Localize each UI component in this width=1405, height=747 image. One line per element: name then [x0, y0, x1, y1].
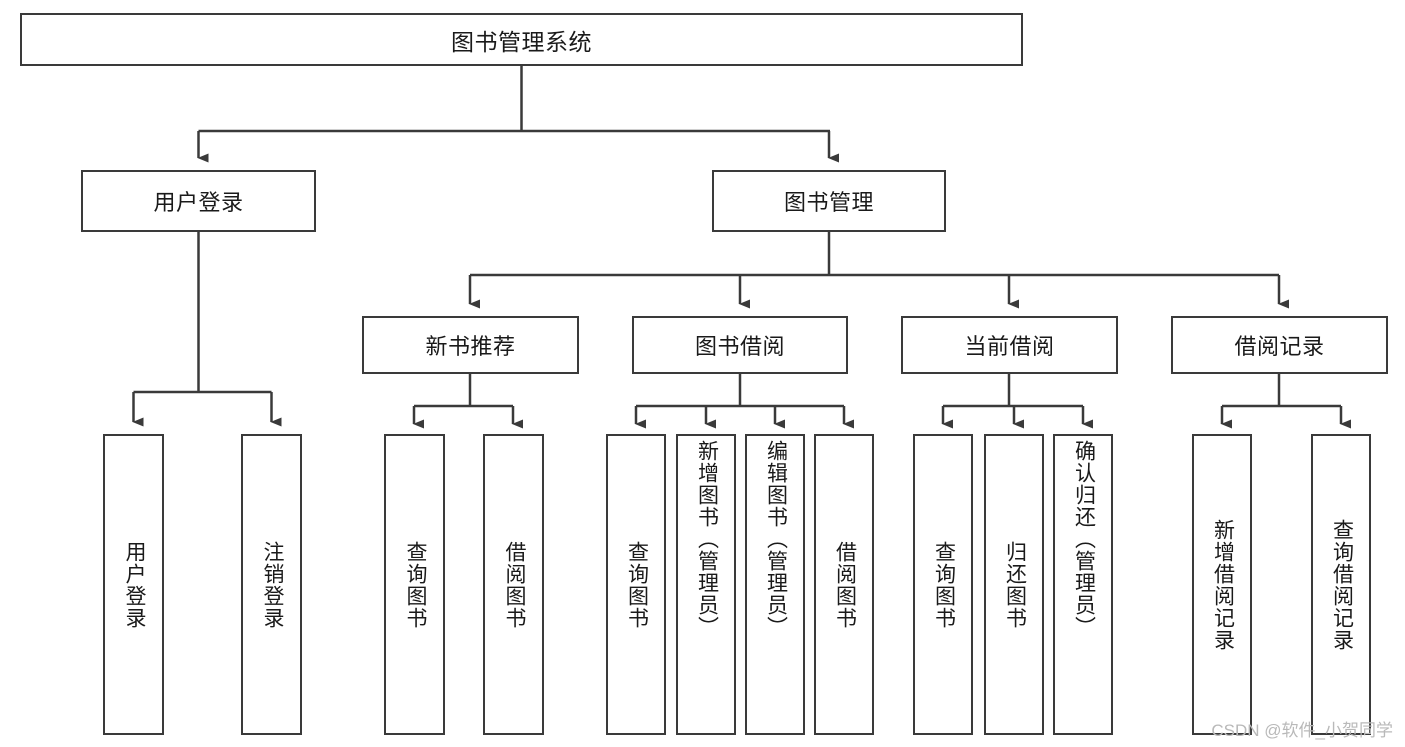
- node-leaf-logout-login-label: 注销登录: [260, 540, 284, 629]
- node-leaf-query-book-borrow[interactable]: 查询图书: [606, 434, 666, 735]
- node-leaf-user-login-label: 用户登录: [122, 540, 146, 629]
- node-new-book-recommend-label: 新书推荐: [425, 334, 516, 359]
- node-current-borrow[interactable]: 当前借阅: [901, 316, 1118, 374]
- node-new-book-recommend[interactable]: 新书推荐: [362, 316, 579, 374]
- node-leaf-add-borrow-record-label: 新增借阅记录: [1211, 518, 1235, 651]
- node-leaf-borrow-book-rec[interactable]: 借阅图书: [483, 434, 544, 735]
- node-leaf-user-login[interactable]: 用户登录: [103, 434, 164, 735]
- node-leaf-query-borrow-record[interactable]: 查询借阅记录: [1311, 434, 1371, 735]
- node-leaf-add-book-admin[interactable]: 新增图书（管理员）: [676, 434, 736, 735]
- node-user-login-label: 用户登录: [153, 190, 244, 215]
- node-user-login[interactable]: 用户登录: [81, 170, 316, 232]
- node-root-label: 图书管理系统: [451, 28, 592, 55]
- node-book-borrow-label: 图书借阅: [694, 334, 785, 359]
- node-leaf-edit-book-admin[interactable]: 编辑图书（管理员）: [745, 434, 805, 735]
- node-borrow-record-label: 借阅记录: [1234, 334, 1325, 359]
- node-book-manage-label: 图书管理: [783, 190, 874, 215]
- node-leaf-return-book-label: 归还图书: [1003, 540, 1027, 629]
- node-leaf-borrow-book-label: 借阅图书: [833, 540, 857, 629]
- node-leaf-query-book-borrow-label: 查询图书: [625, 540, 649, 629]
- node-book-manage[interactable]: 图书管理: [712, 170, 946, 232]
- node-leaf-confirm-return-admin-label: 确认归还（管理员）: [1072, 440, 1096, 638]
- node-leaf-add-book-admin-label: 新增图书（管理员）: [695, 440, 719, 638]
- node-leaf-borrow-book-rec-label: 借阅图书: [502, 540, 526, 629]
- node-leaf-query-book-rec[interactable]: 查询图书: [384, 434, 445, 735]
- node-leaf-query-book-current-label: 查询图书: [932, 540, 956, 629]
- node-current-borrow-label: 当前借阅: [964, 334, 1055, 359]
- node-leaf-query-book-rec-label: 查询图书: [403, 540, 427, 629]
- watermark-text: CSDN @软件_小贺同学: [1211, 721, 1393, 740]
- node-leaf-return-book[interactable]: 归还图书: [984, 434, 1044, 735]
- node-leaf-confirm-return-admin[interactable]: 确认归还（管理员）: [1053, 434, 1113, 735]
- node-leaf-edit-book-admin-label: 编辑图书（管理员）: [764, 440, 788, 638]
- node-leaf-logout-login[interactable]: 注销登录: [241, 434, 302, 735]
- node-book-borrow[interactable]: 图书借阅: [632, 316, 848, 374]
- node-root[interactable]: 图书管理系统: [20, 13, 1023, 66]
- node-leaf-query-borrow-record-label: 查询借阅记录: [1330, 518, 1354, 651]
- node-borrow-record[interactable]: 借阅记录: [1171, 316, 1388, 374]
- node-leaf-query-book-current[interactable]: 查询图书: [913, 434, 973, 735]
- node-leaf-borrow-book[interactable]: 借阅图书: [814, 434, 874, 735]
- node-leaf-add-borrow-record[interactable]: 新增借阅记录: [1192, 434, 1252, 735]
